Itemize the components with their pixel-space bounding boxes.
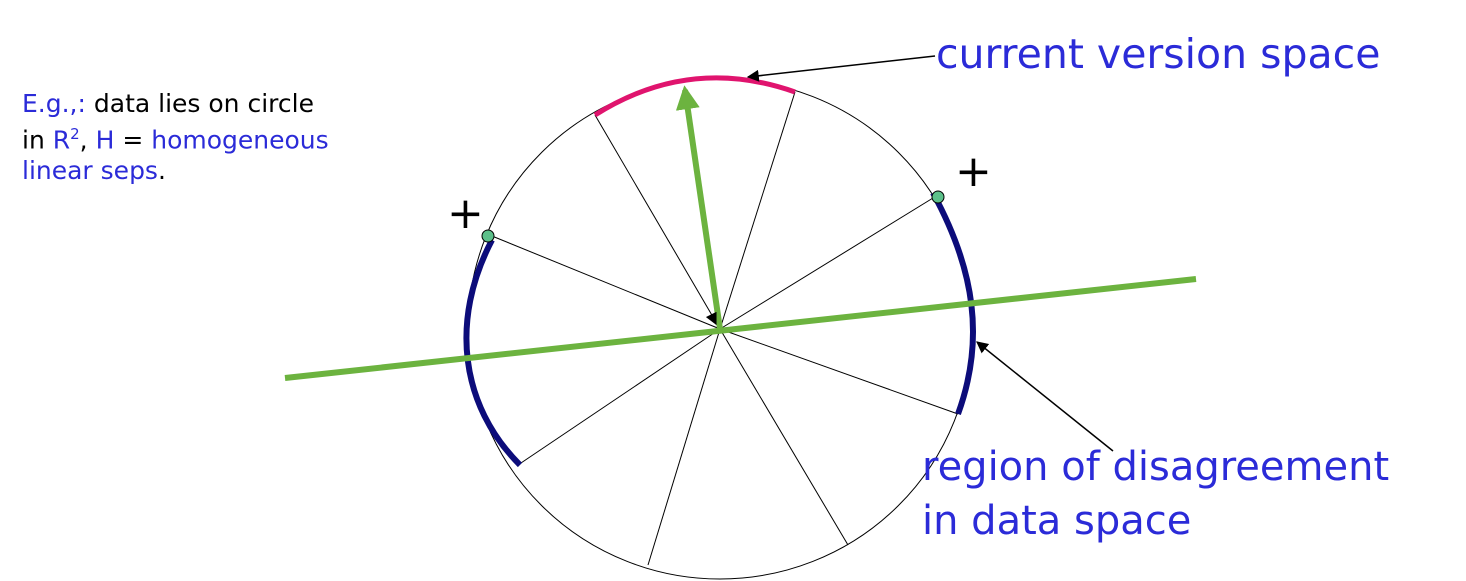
note-h: H bbox=[95, 125, 115, 155]
note-r: R bbox=[52, 125, 71, 155]
radial-lines bbox=[486, 91, 959, 566]
radial-line bbox=[594, 114, 721, 330]
note-text-3: = bbox=[114, 125, 152, 155]
note-hypothesis: homogeneous linear seps bbox=[22, 125, 329, 186]
version-space-arc bbox=[593, 75, 796, 118]
separator-line bbox=[284, 276, 1197, 381]
radial-line bbox=[719, 328, 849, 546]
radial-line bbox=[647, 328, 721, 566]
disagreement-label-line2: in data space bbox=[922, 498, 1192, 544]
positive-point-right bbox=[931, 190, 945, 204]
version-space-label: current version space bbox=[936, 30, 1381, 78]
note-text-2: , bbox=[79, 125, 96, 155]
normal-vector bbox=[675, 85, 723, 330]
disagreement-pointer bbox=[976, 341, 1114, 452]
plus-label-left: + bbox=[447, 188, 484, 239]
center-pointer bbox=[705, 311, 717, 326]
radial-line bbox=[517, 328, 721, 466]
disagreement-label-line1: region of disagreement bbox=[922, 444, 1390, 490]
radial-line bbox=[719, 91, 796, 330]
radial-line bbox=[486, 233, 721, 330]
version-space-pointer bbox=[746, 55, 936, 82]
radial-line bbox=[719, 328, 959, 415]
note-sup: 2 bbox=[70, 125, 80, 143]
note-prefix: E.g.,: bbox=[22, 89, 86, 118]
example-note: E.g.,: data lies on circle in R2, H = ho… bbox=[22, 88, 342, 186]
positive-point-left bbox=[481, 229, 495, 243]
note-text-1: data lies on circle in bbox=[22, 89, 314, 155]
plus-label-right: + bbox=[955, 146, 992, 197]
radial-line bbox=[719, 197, 934, 330]
note-text-5: . bbox=[157, 156, 166, 186]
